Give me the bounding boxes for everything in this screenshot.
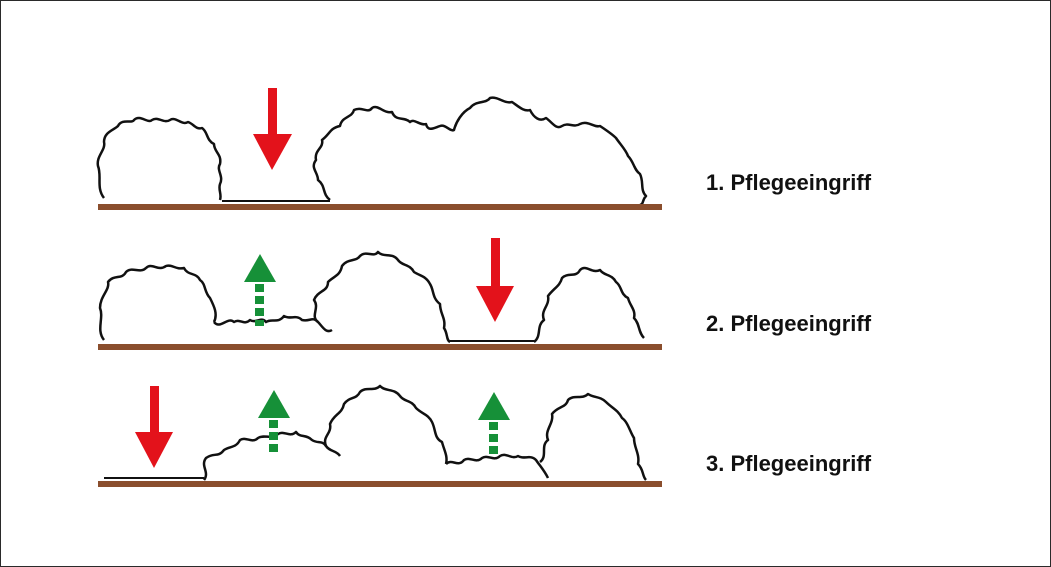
shrub-outline — [202, 430, 342, 481]
row-2-label: 2. Pflegeeingriff — [706, 311, 872, 336]
growth-arrow — [478, 392, 510, 454]
shrub-outline — [98, 264, 217, 341]
row-3-illustration — [98, 384, 662, 487]
shrub-outline — [445, 453, 550, 479]
row-1-illustration — [96, 88, 662, 210]
remove-arrow — [476, 238, 514, 322]
shrub — [98, 250, 451, 344]
row-1-label: 1. Pflegeeingriff — [706, 170, 872, 195]
shrub-outline — [96, 116, 223, 201]
shrub — [533, 266, 645, 343]
shrub-outline — [539, 392, 647, 481]
shrub — [312, 96, 648, 207]
shrub — [202, 384, 647, 481]
shrub-outline — [312, 250, 451, 344]
shrub-outline — [323, 384, 448, 465]
row-3-label: 3. Pflegeeingriff — [706, 451, 872, 476]
growth-arrow — [244, 254, 276, 326]
ground-strip — [98, 481, 662, 487]
shrub-outline — [533, 266, 645, 343]
remove-arrow — [253, 88, 292, 170]
remove-arrow — [135, 386, 173, 468]
row-2-illustration — [98, 238, 662, 350]
ground-strip — [98, 344, 662, 350]
shrub — [96, 116, 223, 201]
shrub-outline — [312, 96, 648, 207]
ground-strip — [98, 204, 662, 210]
growth-arrow — [258, 390, 290, 452]
